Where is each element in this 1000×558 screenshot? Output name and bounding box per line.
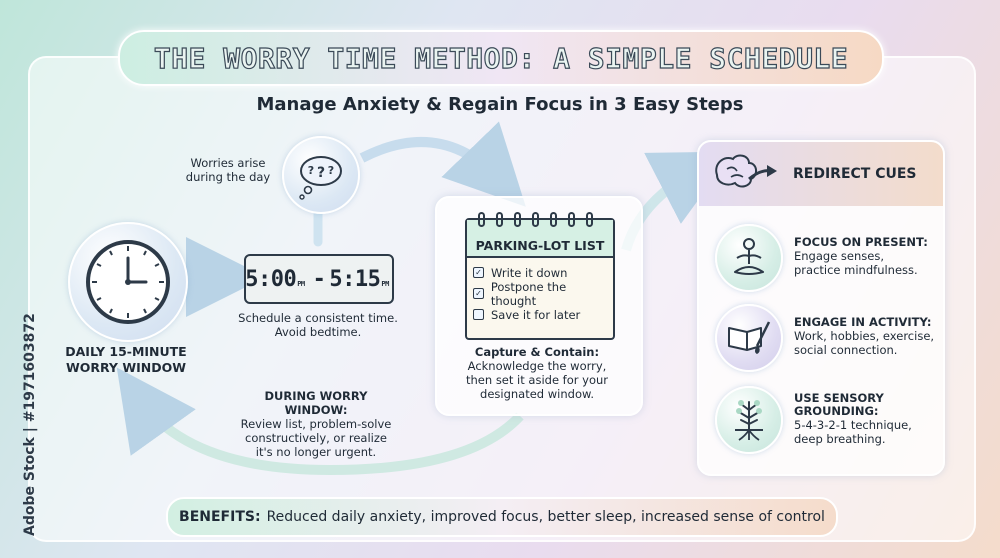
schedule-caption: Schedule a consistent time. Avoid bedtim…	[226, 311, 410, 339]
digital-clock-display: 5:00 PM - 5:15 PM	[244, 254, 394, 304]
parking-lot-items: ✓ Write it down ✓ Postpone the thought S…	[467, 258, 613, 325]
capture-contain-title: Capture & Contain:	[474, 345, 600, 359]
tip-title: ENGAGE IN ACTIVITY:	[794, 315, 932, 329]
arrow-to-parking-lot	[359, 121, 526, 207]
tip-sensory-grounding: USE SENSORY GROUNDING: 5-4-3-2-1 techniq…	[794, 391, 940, 447]
page-subtitle: Manage Anxiety & Regain Focus in 3 Easy …	[256, 94, 744, 115]
tip-focus-present: FOCUS ON PRESENT: Engage senses, practic…	[794, 235, 940, 278]
capture-line-2: then set it aside for your	[466, 373, 608, 387]
schedule-caption-line-2: Avoid bedtime.	[274, 325, 362, 339]
capture-line-3: designated window.	[480, 387, 594, 401]
tip-line: 5-4-3-2-1 technique,	[794, 418, 912, 432]
tree-roots-icon	[715, 386, 783, 454]
svg-text:?: ?	[308, 164, 314, 177]
benefits-text: Reduced daily anxiety, improved focus, b…	[266, 509, 825, 525]
tip-engage-activity: ENGAGE IN ACTIVITY: Work, hobbies, exerc…	[794, 315, 944, 358]
worry-window-label-line-2: WORRY WINDOW	[65, 360, 187, 375]
benefits-bar: BENEFITS: Reduced daily anxiety, improve…	[166, 497, 838, 537]
during-window-line-2: constructively, or realize	[245, 431, 387, 445]
arrow-return-loop	[116, 367, 524, 476]
end-am-pm: PM	[381, 280, 389, 288]
start-am-pm: PM	[297, 280, 305, 288]
during-window-title: DURING WORRY WINDOW:	[264, 389, 368, 417]
worries-caption: Worries arise during the day	[178, 156, 278, 184]
parking-lot-item-label: Write it down	[491, 265, 568, 280]
worry-window-label-line-1: DAILY 15-MINUTE	[65, 344, 187, 359]
parking-lot-item: Save it for later	[467, 304, 613, 325]
page-title: THE WORRY TIME METHOD: A SIMPLE SCHEDULE	[153, 41, 849, 75]
tip-title-line-2: GROUNDING:	[794, 404, 879, 418]
parking-lot-item-label: Save it for later	[491, 307, 581, 322]
tip-title: USE SENSORY	[794, 391, 884, 405]
checkbox-empty-icon	[473, 309, 484, 320]
capture-line-1: Acknowledge the worry,	[467, 359, 607, 373]
title-banner: THE WORRY TIME METHOD: A SIMPLE SCHEDULE	[118, 30, 884, 86]
tip-line: practice mindfulness.	[794, 263, 918, 277]
start-time: 5:00	[245, 266, 297, 292]
meditation-icon	[715, 224, 783, 292]
svg-text:?: ?	[317, 165, 325, 181]
redirect-cues-title: REDIRECT CUES	[793, 166, 917, 182]
during-window-note: DURING WORRY WINDOW: Review list, proble…	[232, 389, 400, 459]
svg-text:?: ?	[328, 164, 334, 177]
checkbox-checked-icon: ✓	[473, 267, 484, 278]
analog-clock-icon	[68, 222, 188, 342]
worry-window-label: DAILY 15-MINUTE WORRY WINDOW	[40, 344, 212, 376]
stock-watermark: Adobe Stock | #1971603872	[2, 313, 38, 536]
parking-lot-notepad: PARKING-LOT LIST ✓ Write it down ✓ Postp…	[465, 212, 615, 340]
benefits-label: BENEFITS:	[179, 509, 261, 525]
tip-line: social connection.	[794, 343, 898, 357]
watermark-text: Adobe Stock | #1971603872	[22, 313, 38, 536]
parking-lot-title: PARKING-LOT LIST	[467, 220, 613, 258]
checkbox-checked-icon: ✓	[473, 288, 484, 299]
brain-arrow-icon	[715, 154, 777, 188]
redirect-cues-header: REDIRECT CUES	[699, 142, 943, 206]
during-window-line-3: it's no longer urgent.	[255, 445, 377, 459]
tip-title: FOCUS ON PRESENT:	[794, 235, 928, 249]
schedule-caption-line-1: Schedule a consistent time.	[238, 311, 398, 325]
during-window-line-1: Review list, problem-solve	[240, 417, 392, 431]
notepad-rings	[478, 212, 593, 227]
tip-line: deep breathing.	[794, 432, 886, 446]
tip-line: Work, hobbies, exercise,	[794, 329, 935, 343]
parking-lot-caption: Capture & Contain: Acknowledge the worry…	[440, 345, 634, 401]
thought-bubble-icon: ? ? ?	[282, 136, 360, 214]
parking-lot-item-label: Postpone the thought	[490, 279, 567, 308]
parking-lot-item: ✓ Postpone the thought	[467, 280, 613, 308]
tip-line: Engage senses,	[794, 249, 885, 263]
end-time: 5:15	[329, 266, 381, 292]
worries-line-1: Worries arise	[190, 156, 266, 170]
book-brush-icon	[715, 304, 783, 372]
time-separator: -	[312, 266, 326, 292]
parking-lot-item: ✓ Write it down	[467, 262, 613, 283]
worries-line-2: during the day	[185, 170, 271, 184]
